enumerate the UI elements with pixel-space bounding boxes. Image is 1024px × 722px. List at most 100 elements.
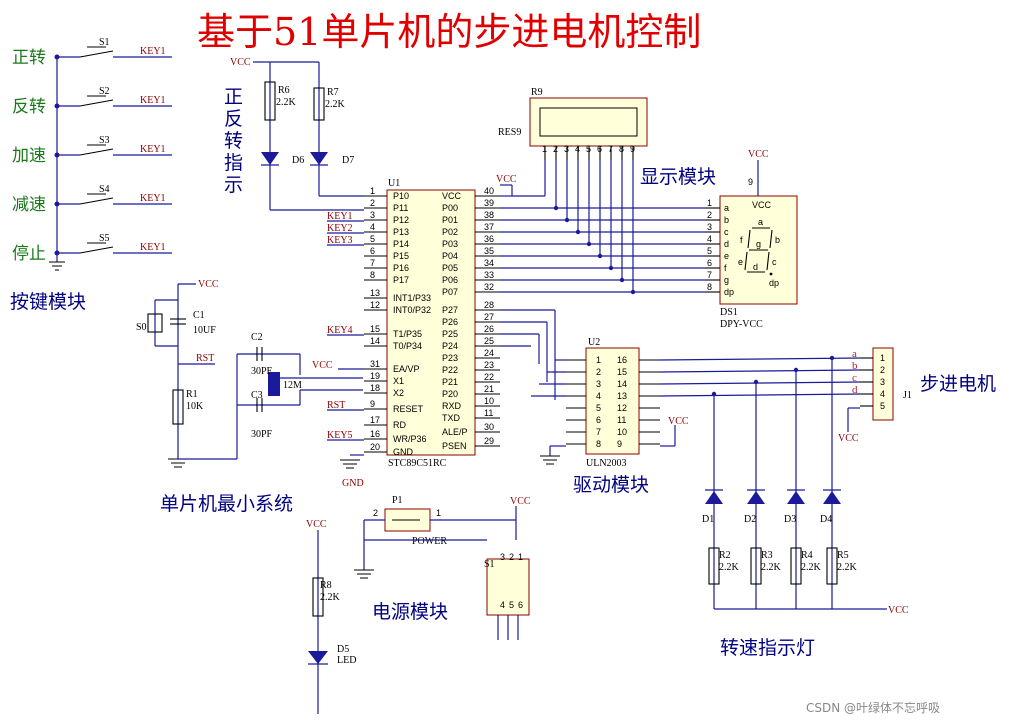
mcu-pin-num: 4: [370, 222, 375, 232]
r1-ref: R1: [186, 389, 198, 400]
uln-pin-left: 2: [596, 367, 601, 377]
ds1-pin-seg: e: [724, 251, 729, 261]
mcu-pin-name: P17: [393, 275, 409, 285]
mcu-pin-num: 11: [484, 408, 493, 418]
phase-label: d: [852, 384, 858, 396]
j1-vcc-label: VCC: [838, 433, 859, 444]
ds1-vcc-label: VCC: [748, 149, 769, 160]
seg-f: f: [740, 235, 743, 245]
seg-glyph: a b c d e f g dp: [738, 217, 780, 288]
mcu-pin-name: P11: [393, 203, 408, 213]
ds1-pin-num: 1: [707, 198, 712, 208]
mcu-pin-num: 13: [370, 288, 380, 298]
ds1-part: DPY-VCC: [720, 319, 763, 330]
key-label: 停止: [12, 244, 46, 264]
speed-res-ref: R4: [801, 550, 813, 561]
c3-ref: C3: [251, 390, 263, 401]
ds1-pin-seg: a: [724, 203, 729, 213]
phase-label: b: [852, 360, 858, 372]
p1-label: POWER: [412, 536, 447, 547]
p1-pin2: 2: [373, 508, 378, 518]
uln-pin-right: 16: [617, 355, 627, 365]
mcu-net-label: RST: [327, 400, 345, 411]
power-module-label: 电源模块: [372, 601, 448, 623]
s1-pin1: 1: [518, 552, 523, 562]
uln-pin-left: 3: [596, 379, 601, 389]
dir-indicator-label: 正反转指示: [224, 86, 243, 196]
ds1-ref: DS1: [720, 307, 738, 318]
mcu-pin-name: P07: [442, 287, 458, 297]
r9-pin: 1: [542, 144, 547, 154]
phase-label: a: [852, 348, 857, 360]
ds1-pin-num: 8: [707, 282, 712, 292]
mcu-pin-name: P13: [393, 227, 409, 237]
dir-label-char: 转: [224, 130, 243, 152]
mcu-vcc-label: VCC: [496, 174, 517, 185]
c2-ref: C2: [251, 332, 263, 343]
uln-pin-left: 5: [596, 403, 601, 413]
speed-led-ref: D3: [784, 514, 796, 525]
mcu-pin-num: 14: [370, 336, 380, 346]
j1-pin: 3: [880, 377, 885, 387]
mcu-pin-name: P25: [442, 329, 458, 339]
mcu-pin-name: P03: [442, 239, 458, 249]
mcu-net-label: KEY2: [327, 223, 353, 234]
mcu-pin-num: 9: [370, 399, 375, 409]
ds1-pin-num: 4: [707, 234, 712, 244]
speed-res-ref: R2: [719, 550, 731, 561]
key-net: KEY1: [140, 95, 166, 106]
c2-val: 30PF: [251, 366, 273, 377]
mcu-pin-name: X1: [393, 376, 404, 386]
mcu-pin-num: 31: [370, 359, 380, 369]
phase-label: c: [852, 372, 857, 384]
c1-val: 10UF: [193, 325, 216, 336]
ds1-vcc-pin: 9: [748, 177, 753, 187]
mcu-pin-num: 7: [370, 258, 375, 268]
u2-ref: U2: [588, 337, 600, 348]
mcu-pin-name: P14: [393, 239, 409, 249]
j1-pin: 4: [880, 389, 885, 399]
mcu-pin-num: 33: [484, 270, 494, 280]
mcu-pin-name: X2: [393, 388, 404, 398]
c1-ref: C1: [193, 310, 205, 321]
key-label: 减速: [12, 195, 46, 215]
key-ref: S1: [99, 37, 110, 48]
mcu-pin-num: 10: [484, 396, 494, 406]
dir-label-char: 反: [224, 108, 243, 130]
seg-b: b: [775, 235, 780, 245]
mcu-pin-name: RD: [393, 420, 406, 430]
s0-ref: S0: [136, 322, 147, 333]
mcu-pin-name: ALE/P: [442, 427, 468, 437]
mcu-pin-num: 23: [484, 360, 494, 370]
uln-pin-right: 14: [617, 379, 627, 389]
mcu-pin-name: P16: [393, 263, 409, 273]
ds1-pin-seg: g: [724, 275, 729, 285]
power-vcc-label: VCC: [510, 496, 531, 507]
mcu-pin-num: 19: [370, 371, 380, 381]
r6-ref: R6: [278, 85, 290, 96]
s1-pin3: 3: [500, 552, 505, 562]
key-net: KEY1: [140, 144, 166, 155]
mcu-pin-num: 27: [484, 312, 494, 322]
mcu-min-label: 单片机最小系统: [160, 493, 293, 515]
r9-pin: 8: [619, 144, 624, 154]
r9-pin: 4: [575, 144, 580, 154]
speed-led-ref: D4: [820, 514, 832, 525]
uln-pin-right: 13: [617, 391, 627, 401]
mcu-pin-name: EA/VP: [393, 364, 420, 374]
mcu-pin-num: 22: [484, 372, 494, 382]
speed-res-ref: R3: [761, 550, 773, 561]
motor-label: 步进电机: [920, 373, 996, 395]
mcu-net-label: KEY5: [327, 430, 353, 441]
mcu-pin-num: 17: [370, 415, 380, 425]
mcu-pin-name: T1/P35: [393, 329, 422, 339]
r9-pin: 9: [630, 144, 635, 154]
uln-pin-right: 9: [617, 439, 622, 449]
r9-pin: 6: [597, 144, 602, 154]
speed-res-val: 2.2K: [801, 562, 822, 573]
mcu-pin-num: 39: [484, 198, 494, 208]
